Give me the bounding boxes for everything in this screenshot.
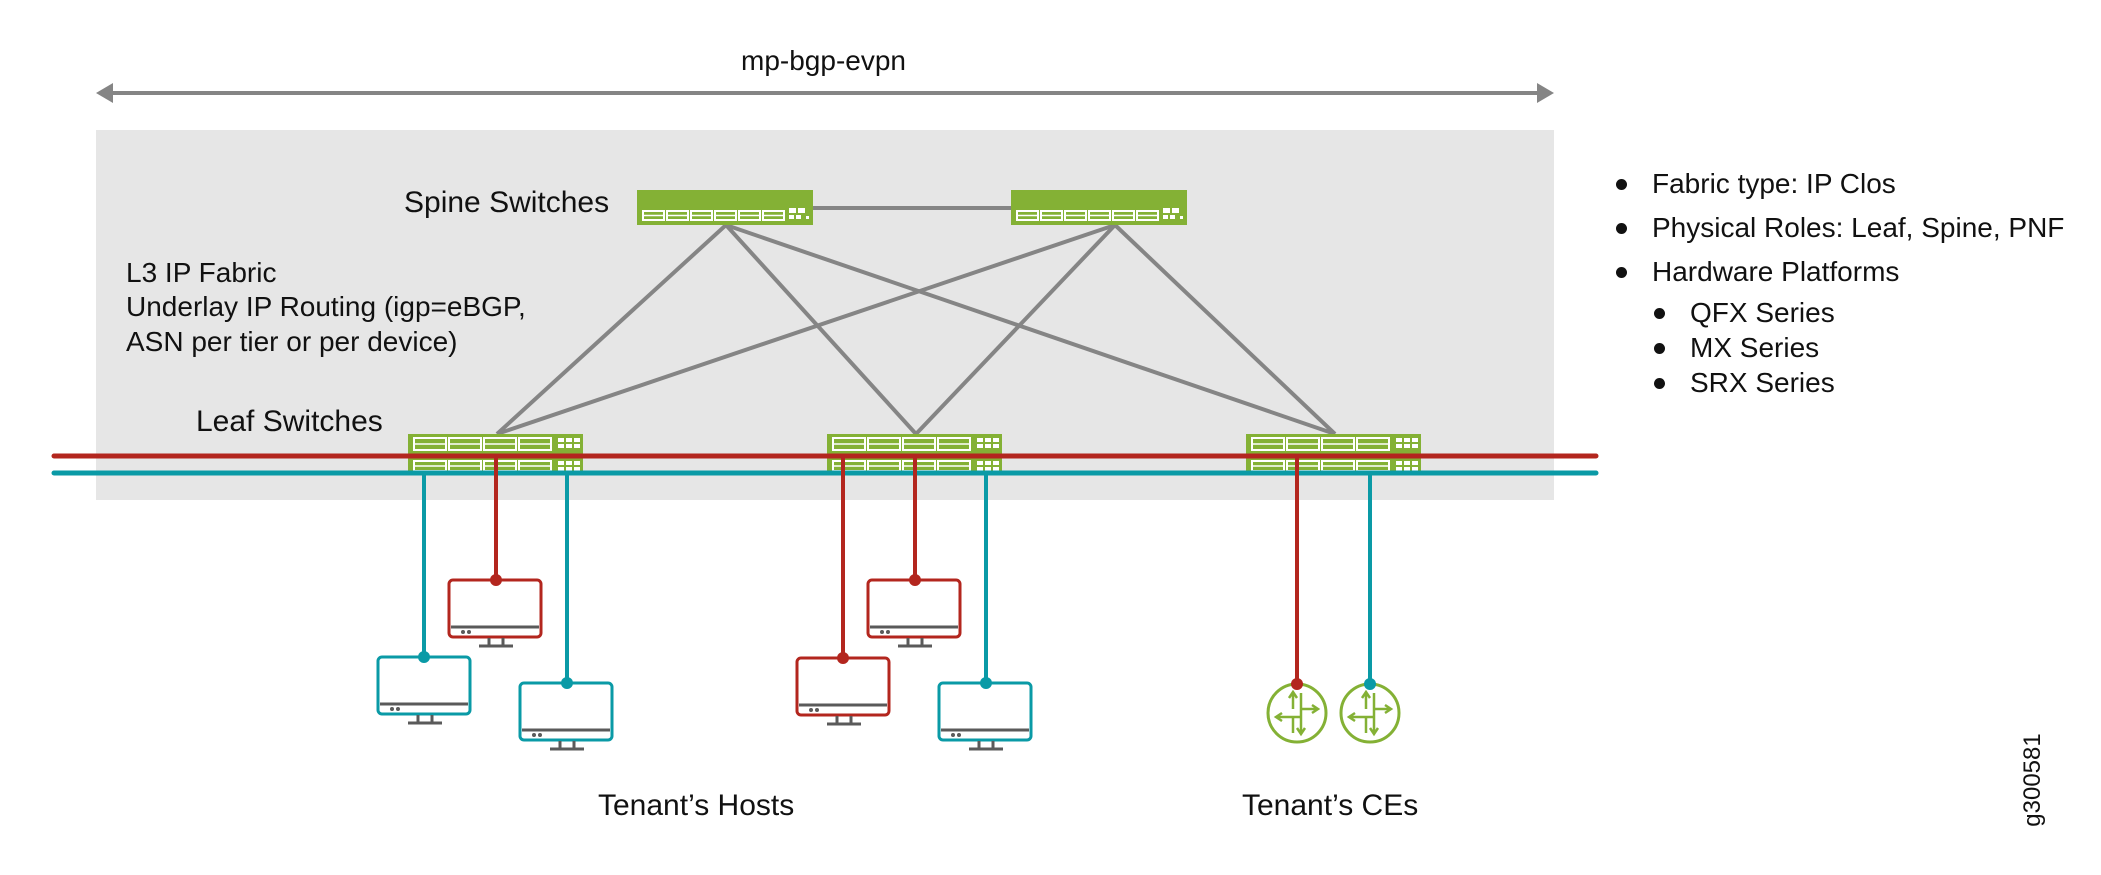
- tenant-host: [376, 473, 472, 725]
- tenant-host: [866, 456, 962, 648]
- spine-switch: [1011, 190, 1187, 225]
- arrow-head-right-icon: [1537, 83, 1554, 103]
- tenant-host: [518, 473, 614, 751]
- arrow-down-icon: [1368, 693, 1380, 737]
- arrow-head-left-icon: [96, 83, 113, 103]
- arrow-left-icon: [1273, 711, 1301, 723]
- connection-dot: [561, 677, 573, 689]
- spine-switches-label: Spine Switches: [404, 186, 610, 219]
- router-icon: [1266, 682, 1328, 744]
- info-item: Fabric type: IP Clos: [1612, 166, 2064, 210]
- arrow-right-icon: [1301, 703, 1321, 715]
- connection-dot: [1364, 678, 1376, 690]
- info-list: Fabric type: IP Clos Physical Roles: Lea…: [1612, 166, 2064, 401]
- fabric-description-line-2: Underlay IP Routing (igp=eBGP,: [126, 291, 526, 322]
- info-sub-item: MX Series: [1612, 331, 2064, 366]
- arrow-up-icon: [1360, 689, 1372, 709]
- connection-dot: [490, 574, 502, 586]
- connection-dot: [1291, 678, 1303, 690]
- spine-leaf-link: [724, 223, 918, 436]
- leaf-switch: [827, 434, 1002, 474]
- spine-leaf-link: [496, 223, 1116, 436]
- spine-switch: [637, 190, 813, 225]
- info-item: Hardware Platforms: [1612, 254, 2064, 298]
- info-item: Physical Roles: Leaf, Spine, PNF: [1612, 210, 2064, 254]
- spine-leaf-link: [1113, 223, 1337, 436]
- evpn-arrow: [96, 83, 1554, 103]
- spine-leaf-link: [495, 223, 728, 436]
- router-icon: [1339, 682, 1401, 744]
- fabric-description-line-1: L3 IP Fabric: [126, 257, 277, 288]
- evpn-title: mp-bgp-evpn: [741, 45, 906, 76]
- connection-dot: [837, 652, 849, 664]
- tenant-ces-label: Tenant’s CEs: [1242, 789, 1419, 822]
- info-sub-item: SRX Series: [1612, 366, 2064, 401]
- spine-leaf-links: [495, 223, 1337, 436]
- leaf-switches-label: Leaf Switches: [196, 405, 383, 438]
- info-sub-item: QFX Series: [1612, 296, 2064, 331]
- spine-leaf-link: [914, 223, 1117, 436]
- leaf-switch: [408, 434, 583, 474]
- tenant-ce-router: [1266, 456, 1328, 744]
- connection-dot: [909, 574, 921, 586]
- tenant-hosts-label: Tenant’s Hosts: [598, 789, 795, 822]
- tenant-host: [937, 473, 1033, 751]
- leaf-switch: [1246, 434, 1421, 474]
- connection-dot: [980, 677, 992, 689]
- fabric-description-line-3: ASN per tier or per device): [126, 326, 458, 357]
- figure-id: g300581: [2019, 733, 2046, 827]
- tenant-host: [447, 456, 543, 648]
- arrow-right-icon: [1374, 703, 1394, 715]
- connection-dot: [418, 651, 430, 663]
- arrow-down-icon: [1295, 693, 1307, 737]
- arrow-left-icon: [1346, 711, 1374, 723]
- spine-leaf-link: [725, 223, 1336, 436]
- tenant-host: [795, 456, 891, 726]
- tenant-ce-router: [1339, 473, 1401, 744]
- arrow-up-icon: [1287, 689, 1299, 709]
